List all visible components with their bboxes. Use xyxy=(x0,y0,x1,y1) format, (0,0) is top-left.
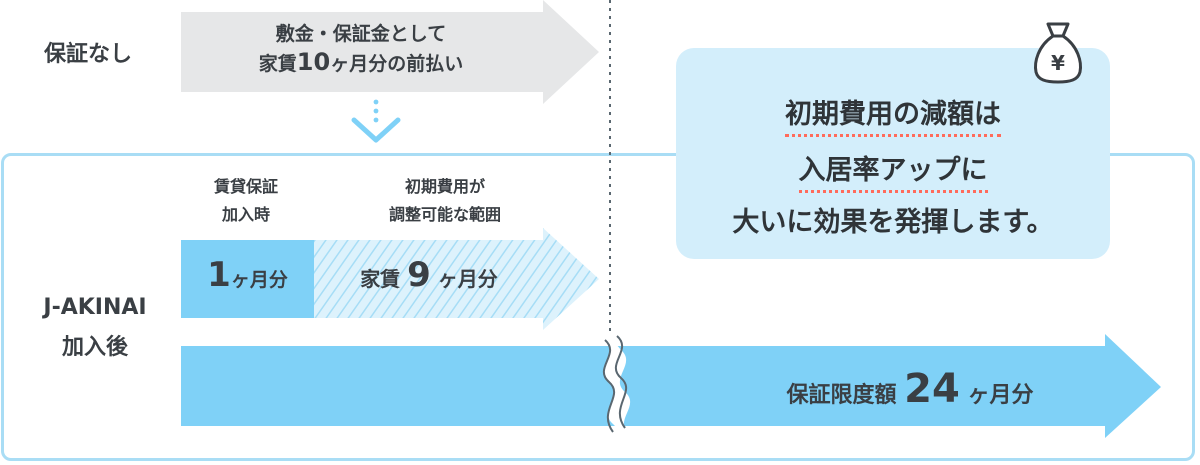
callout-line1: 初期費用の減額は xyxy=(676,92,1110,137)
no-guarantee-arrow-text: 敷金・保証金として 家賃10ヶ月分の前払い xyxy=(181,20,541,78)
adjustable-header-line1: 初期費用が xyxy=(404,177,485,196)
nine-month-suffix: ヶ月分 xyxy=(437,267,498,291)
callout-box: 初期費用の減額は 入居率アップに 大いに効果を発揮します。 xyxy=(676,48,1110,259)
rent-prefix: 家賃 xyxy=(258,53,297,75)
rent-suffix: ヶ月分の前払い xyxy=(330,53,464,75)
adjustable-header: 初期費用が 調整可能な範囲 xyxy=(345,173,545,229)
no-guarantee-arrow xyxy=(181,0,599,104)
guarantee-limit-label: 保証限度額 24 ヶ月分 xyxy=(720,366,1100,412)
one-month-block xyxy=(181,240,314,318)
guarantee-limit-arrow xyxy=(181,334,1161,438)
j-akinai-frame xyxy=(1,153,1195,461)
callout-line2: 入居率アップに xyxy=(676,148,1110,193)
adjustable-range-arrow xyxy=(181,228,599,330)
no-guarantee-label: 保証なし xyxy=(44,42,133,67)
callout-line3: 大いに効果を発揮します。 xyxy=(732,207,1054,238)
nine-month-number: 9 xyxy=(407,255,431,295)
no-guarantee-line1: 敷金・保証金として xyxy=(275,23,447,45)
guarantee-fee-header-line2: 加入時 xyxy=(221,205,270,224)
money-bag-icon: ¥ xyxy=(1034,22,1082,84)
callout-line2-text: 入居率アップに xyxy=(798,155,988,193)
limit-number: 24 xyxy=(904,366,960,412)
guarantee-fee-header: 賃貸保証 加入時 xyxy=(181,173,311,229)
down-arrow-icon xyxy=(351,99,401,143)
nine-month-prefix: 家賃 xyxy=(360,267,401,291)
j-akinai-label-line1: J-AKINAI xyxy=(43,295,147,320)
rent-months-number: 10 xyxy=(296,48,331,76)
one-month-label: 1ヶ月分 xyxy=(181,255,314,295)
one-month-number: 1 xyxy=(207,255,231,295)
j-akinai-label: J-AKINAI 加入後 xyxy=(40,288,150,368)
guarantee-fee-header-line1: 賃貸保証 xyxy=(213,177,278,196)
limit-suffix: ヶ月分 xyxy=(967,383,1034,408)
callout-line1-text: 初期費用の減額は xyxy=(785,99,1001,137)
limit-prefix: 保証限度額 xyxy=(786,383,897,408)
yen-symbol: ¥ xyxy=(1051,51,1065,75)
nine-month-label: 家賃 9 ヶ月分 xyxy=(314,255,544,295)
adjustable-header-line2: 調整可能な範囲 xyxy=(388,205,501,224)
no-guarantee-line2: 家賃10ヶ月分の前払い xyxy=(181,48,541,78)
one-month-suffix: ヶ月分 xyxy=(230,269,288,291)
j-akinai-label-line2: 加入後 xyxy=(61,335,128,360)
